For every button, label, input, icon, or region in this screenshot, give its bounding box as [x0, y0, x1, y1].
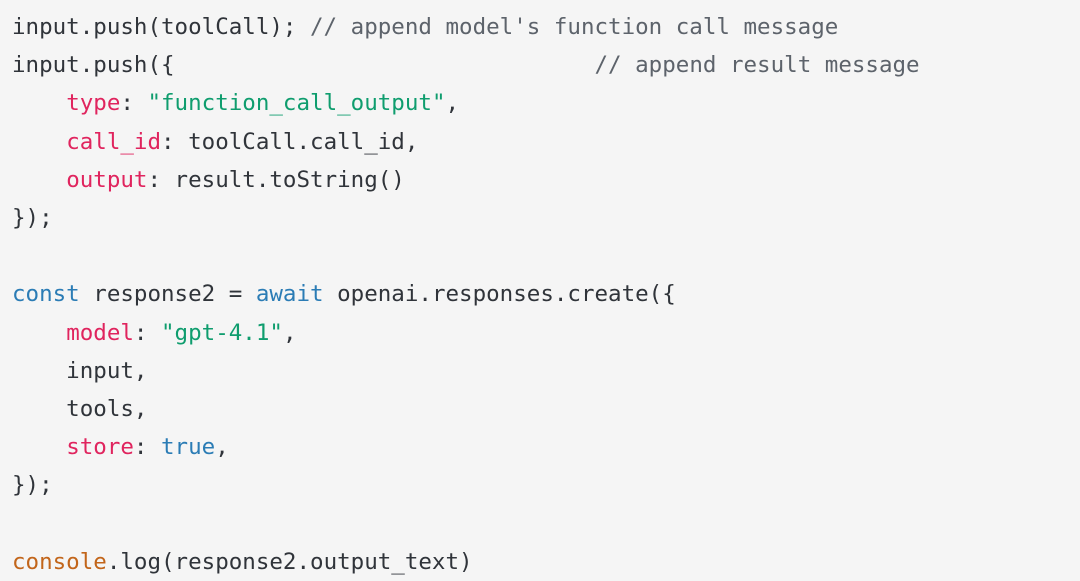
code-token-plain: : toolCall.call_id,	[161, 128, 419, 155]
code-line: call_id: toolCall.call_id,	[12, 123, 1080, 161]
code-token-keyword: const	[12, 281, 80, 308]
code-token-plain: : result.toString()	[147, 166, 405, 193]
code-line: output: result.toString()	[12, 161, 1080, 199]
code-line: model: "gpt-4.1",	[12, 314, 1080, 352]
code-line: input.push(toolCall); // append model's …	[12, 8, 1080, 46]
code-token-plain: :	[133, 319, 162, 346]
code-token-key: type	[66, 90, 121, 117]
code-token-plain: openai.responses.create({	[323, 281, 676, 308]
code-token-plain: :	[120, 90, 148, 117]
code-line	[12, 237, 1080, 275]
code-token-keyword: true	[161, 434, 216, 461]
code-token-plain	[175, 52, 595, 78]
code-token-plain: ,	[215, 434, 229, 461]
code-token-plain	[12, 434, 66, 460]
code-token-key: call_id	[66, 128, 162, 155]
code-token-plain: .log(response2.output_text)	[106, 548, 473, 575]
code-token-key: store	[66, 434, 134, 461]
code-line: input.push({ // append result message	[12, 46, 1080, 84]
code-token-plain: });	[12, 472, 53, 499]
code-token-plain: input,	[12, 357, 148, 384]
code-token-plain: ,	[282, 319, 297, 346]
code-line: const response2 = await openai.responses…	[12, 275, 1080, 313]
code-token-plain	[12, 129, 66, 155]
code-token-plain: :	[133, 434, 162, 461]
code-token-plain	[12, 320, 66, 346]
code-line: type: "function_call_output",	[12, 84, 1080, 122]
code-line: store: true,	[12, 428, 1080, 466]
code-token-plain: input.push(toolCall);	[12, 14, 311, 40]
code-line: });	[12, 466, 1080, 504]
code-token-string: "gpt-4.1"	[161, 319, 283, 346]
code-token-builtin: console	[12, 548, 107, 575]
code-token-keyword: await	[255, 281, 324, 308]
code-token-key: output	[66, 166, 148, 193]
code-token-key: model	[66, 319, 134, 346]
code-token-plain: input.push({	[12, 52, 175, 79]
code-token-string: "function_call_output"	[147, 90, 446, 117]
code-token-plain: ,	[445, 90, 460, 117]
code-line	[12, 504, 1080, 542]
code-token-plain	[12, 90, 66, 116]
code-line: tools,	[12, 390, 1080, 428]
code-token-comment: // append model's function call message	[310, 14, 839, 40]
code-token-plain: tools,	[12, 395, 148, 422]
code-token-plain: response2 =	[79, 281, 256, 308]
code-token-plain	[12, 167, 66, 193]
code-token-comment: // append result message	[594, 52, 920, 79]
code-token-plain: });	[12, 204, 53, 231]
code-line: });	[12, 199, 1080, 237]
code-line: input,	[12, 352, 1080, 390]
code-line: console.log(response2.output_text)	[12, 543, 1080, 581]
